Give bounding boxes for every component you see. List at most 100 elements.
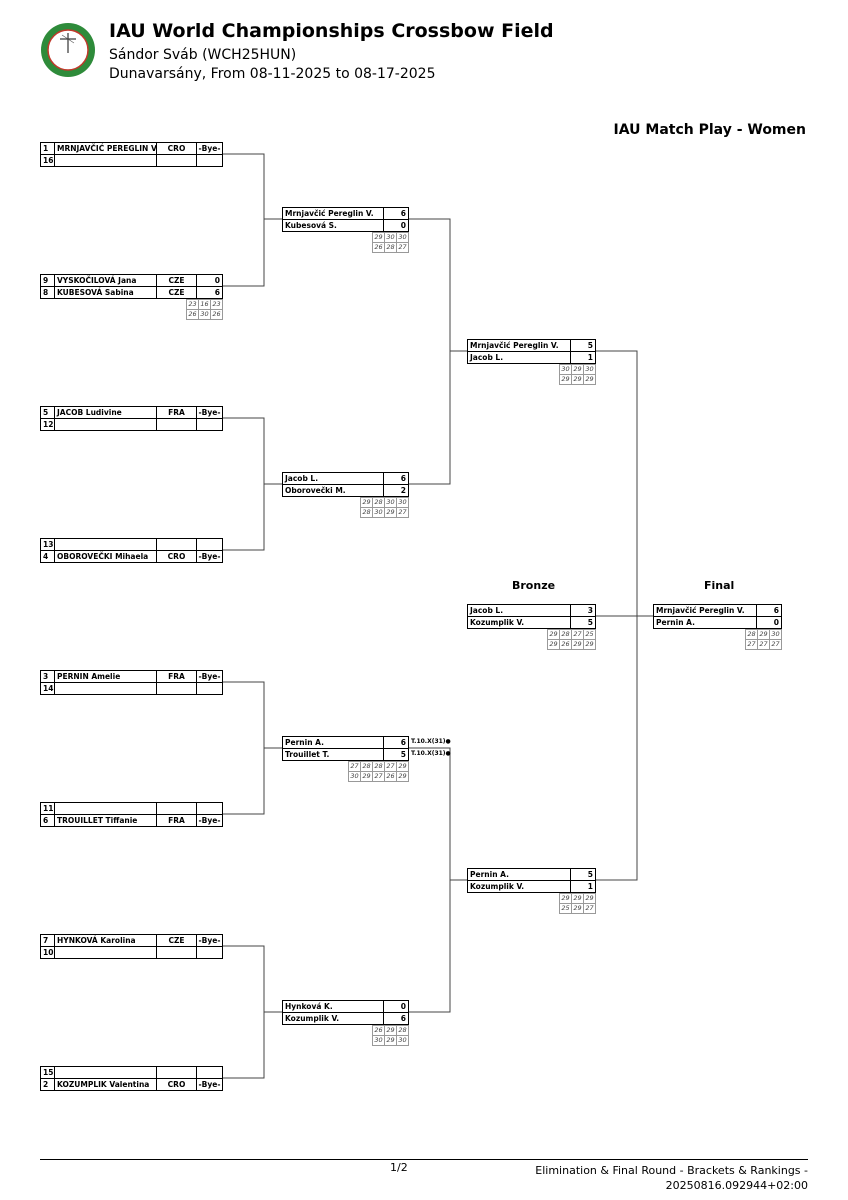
archer-name: HYNKOVÁ Karolina — [55, 935, 157, 946]
archer-name: Kozumplik V. — [468, 881, 571, 892]
table-row: 13 — [40, 538, 223, 551]
table-row: Jacob L.1 — [467, 352, 596, 364]
match-score: 5 — [400, 750, 406, 759]
archer-name — [55, 947, 157, 958]
result: -Bye- — [198, 816, 221, 825]
country-code: FRA — [157, 407, 197, 418]
document-title: IAU World Championships Crossbow Field — [109, 20, 554, 42]
table-row: Pernin A.0 — [653, 617, 782, 629]
table-row: 11 — [40, 802, 223, 815]
footer-line-2: 20250816.092944+02:00 — [665, 1179, 808, 1192]
table-row: 16 — [40, 155, 223, 167]
match-score: 6 — [400, 474, 406, 483]
table-row: Pernin A.6 — [282, 736, 409, 749]
country-code: FRA — [157, 815, 197, 826]
archer-name: Pernin A. — [283, 737, 384, 748]
match-score: 0 — [400, 1002, 406, 1011]
tiebreak-note: T.10.X(31)● — [411, 750, 451, 757]
result: -Bye- — [198, 552, 221, 561]
table-row: 12 — [40, 419, 223, 431]
country-code: CRO — [157, 1079, 197, 1090]
archer-name — [55, 803, 157, 814]
section-title: IAU Match Play - Women — [613, 122, 806, 138]
result: -Bye- — [198, 1080, 221, 1089]
match-score: 0 — [400, 221, 406, 230]
document-location-dates: Dunavarsány, From 08-11-2025 to 08-17-20… — [109, 66, 436, 82]
match-score: 3 — [587, 606, 593, 615]
archer-name: VYSKOČILOVÁ Jana — [55, 275, 157, 286]
table-row: Jacob L. 3 — [467, 604, 596, 617]
result — [197, 683, 222, 694]
result: -Bye- — [198, 408, 221, 417]
archer-name: Oborovečki M. — [283, 485, 384, 496]
archer-name: Trouillet T. — [283, 749, 384, 760]
country-code: CRO — [157, 143, 197, 154]
table-row: Trouillet T. 5 — [282, 749, 409, 761]
archer-name: Jacob L. — [468, 605, 571, 616]
tiebreak-note: T.10.X(31)● — [411, 738, 451, 745]
country-code: FRA — [157, 671, 197, 682]
archer-name — [55, 539, 157, 550]
table-row: 14 — [40, 683, 223, 695]
match-score: 1 — [587, 353, 593, 362]
archer-name: Kubesová S. — [283, 220, 384, 231]
bronze-label: Bronze — [512, 579, 556, 592]
archer-name: Hynková K. — [283, 1001, 384, 1012]
footer-line-1: Elimination & Final Round - Brackets & R… — [535, 1164, 808, 1177]
archer-name: JACOB Ludivine — [55, 407, 157, 418]
table-row: Mrnjavčić Pereglin V.6 — [653, 604, 782, 617]
match-score: 2 — [400, 486, 406, 495]
result: -Bye- — [198, 144, 221, 153]
footer-divider — [40, 1159, 808, 1160]
table-row: Kozumplik V.5 — [467, 617, 596, 629]
result — [197, 539, 222, 550]
result: -Bye- — [198, 672, 221, 681]
final-label: Final — [704, 579, 735, 592]
table-row: Mrnjavčić Pereglin V.6 — [282, 207, 409, 220]
result — [197, 155, 222, 166]
country-code: CZE — [157, 935, 197, 946]
archer-name: MRNJAVČIĆ PEREGLIN Valentina — [57, 143, 157, 154]
archer-name: Mrnjavčić Pereglin V. — [654, 605, 757, 616]
archer-name — [55, 155, 157, 166]
result — [197, 947, 222, 958]
table-row: Kubesová S. 0 — [282, 220, 409, 232]
result: 0 — [214, 276, 220, 285]
table-row: Hynková K. 0 — [282, 1000, 409, 1013]
match-score: 0 — [773, 618, 779, 627]
archer-name: KUBESOVÁ Sabina — [55, 287, 157, 298]
result — [197, 803, 222, 814]
result — [197, 419, 222, 430]
archer-name: Mrnjavčić Pereglin V. — [468, 340, 571, 351]
table-row: 10 — [40, 947, 223, 959]
match-score: 5 — [587, 341, 593, 350]
country-code — [157, 539, 197, 550]
table-row: Mrnjavčić Pereglin V. 5 — [467, 339, 596, 352]
archer-name: Jacob L. — [283, 473, 384, 484]
footer-info: Elimination & Final Round - Brackets & R… — [535, 1163, 808, 1193]
archer-name: KOZUMPLIK Valentina — [55, 1079, 157, 1090]
table-row: Kozumplik V.1 — [467, 881, 596, 893]
match-score: 5 — [587, 870, 593, 879]
archer-name: PERNIN Amelie — [55, 671, 157, 682]
